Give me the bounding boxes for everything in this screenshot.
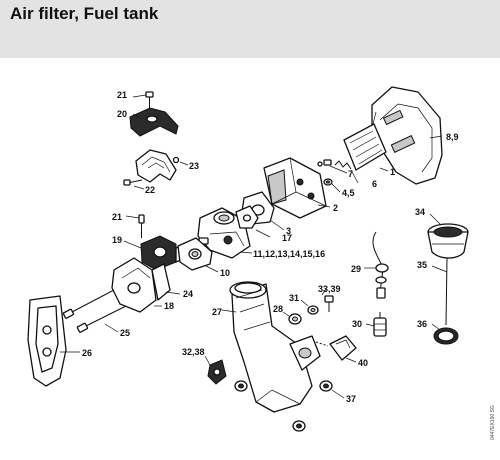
callout-34: 34 [415, 207, 425, 217]
callout-32-38: 32,38 [182, 347, 205, 357]
carburetor-11-16 [197, 207, 257, 259]
callout-6: 6 [372, 179, 377, 189]
callout-29: 29 [351, 264, 361, 274]
callout-28: 28 [273, 304, 283, 314]
callout-3: 3 [286, 226, 291, 236]
leader-lines [60, 94, 448, 399]
callout-35: 35 [417, 260, 427, 270]
bracket-18 [111, 257, 171, 313]
callout-11-16: 11,12,13,14,15,16 [253, 249, 325, 259]
callout-26: 26 [82, 348, 92, 358]
tank-foot-bottom [292, 420, 306, 432]
page-title: Air filter, Fuel tank [10, 4, 159, 23]
grommet-31 [307, 305, 319, 315]
callout-1: 1 [390, 167, 395, 177]
screw-22 [123, 179, 143, 186]
callout-19: 19 [112, 235, 122, 245]
screw-33-39 [324, 295, 334, 312]
carburetor-gasket-17 [235, 205, 259, 229]
screw-21-middle [138, 214, 145, 238]
callout-21-top: 21 [117, 90, 127, 100]
screw-21-top [145, 91, 154, 108]
fuel-pickup-32-38 [207, 359, 227, 385]
tank-cap-34 [427, 223, 469, 259]
callout-8-9: 8,9 [446, 132, 459, 142]
baseplate-26 [27, 295, 67, 387]
callout-40: 40 [358, 358, 368, 368]
tank-foot-left [234, 380, 248, 392]
vent-valve-40 [315, 335, 357, 361]
retainer-ring-36 [433, 327, 459, 345]
callout-27: 27 [212, 307, 222, 317]
rubber-buffer-37 [319, 380, 333, 392]
grommet-28 [288, 313, 302, 325]
callout-4-5: 4,5 [342, 188, 355, 198]
callout-17: 17 [282, 233, 292, 243]
bolt-25-upper [62, 289, 115, 319]
callout-23: 23 [189, 161, 199, 171]
filter-base-2 [263, 157, 327, 219]
fuel-filter-30 [373, 312, 387, 337]
bolt-25-lower [76, 305, 127, 333]
spacer-10 [177, 237, 213, 271]
exploded-parts-diagram: 21 20 23 22 8,9 1 6 7 4,5 2 3 17 21 19 1… [27, 86, 496, 440]
callout-25: 25 [120, 328, 130, 338]
spring-6 [334, 160, 352, 170]
screw-7 [317, 159, 332, 167]
callout-18: 18 [164, 301, 174, 311]
callout-37: 37 [346, 394, 356, 404]
callout-31: 31 [289, 293, 299, 303]
air-filter-shroud-8-9 [371, 86, 443, 185]
callout-21-middle: 21 [112, 212, 122, 222]
fuel-hose-29 [372, 231, 389, 299]
drawing-code: 0447EX150 SG [490, 405, 496, 440]
air-filter-1 [343, 123, 387, 171]
carburetor-cover-20 [129, 107, 179, 137]
gasket-23 [135, 149, 180, 183]
callout-33-39: 33,39 [318, 284, 341, 294]
callout-30: 30 [352, 319, 362, 329]
callout-7: 7 [348, 169, 353, 179]
callout-10: 10 [220, 268, 230, 278]
page-header: Air filter, Fuel tank [0, 0, 500, 58]
callout-2: 2 [333, 203, 338, 213]
fuel-tank-27 [229, 281, 321, 413]
callout-22: 22 [145, 185, 155, 195]
callout-20: 20 [117, 109, 127, 119]
washer-4-5 [323, 178, 333, 186]
callout-24: 24 [183, 289, 193, 299]
callout-36: 36 [417, 319, 427, 329]
retainer-strap-35 [445, 257, 448, 326]
